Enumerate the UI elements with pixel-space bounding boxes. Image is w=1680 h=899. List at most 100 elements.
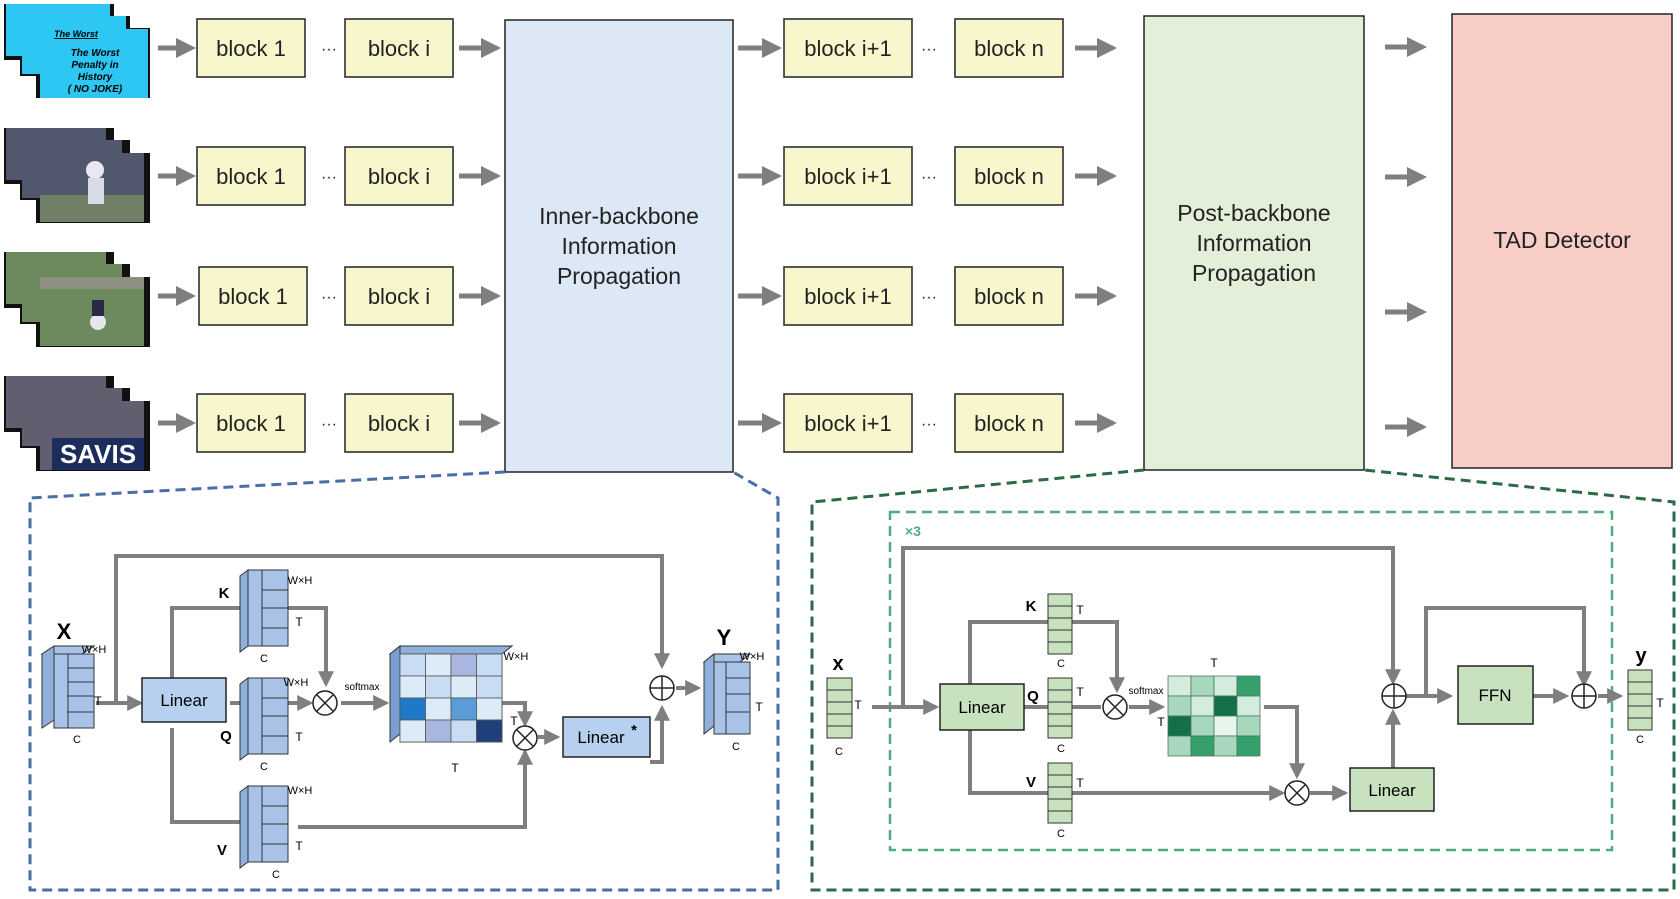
x-c-label: C xyxy=(73,734,81,746)
block-first-box xyxy=(196,393,306,453)
x-wh-label: W×H xyxy=(82,644,107,656)
attention-cell xyxy=(1167,695,1192,717)
multiply-icon xyxy=(1284,780,1310,806)
attention-cell xyxy=(1236,715,1261,737)
q-label: Q xyxy=(220,728,232,745)
block-i-plus-1-box xyxy=(783,393,913,453)
attention-cell xyxy=(1213,675,1238,697)
q-wh-label: W×H xyxy=(284,677,309,689)
v-c-label: C xyxy=(1057,828,1065,840)
k-t-label: T xyxy=(295,615,303,629)
attention-cell xyxy=(425,653,452,677)
block-n-label: block n xyxy=(974,36,1044,61)
att-t-right-label: T xyxy=(510,714,518,728)
v-c-label: C xyxy=(272,869,280,881)
v-token-column xyxy=(1047,762,1073,824)
y-t-label: T xyxy=(1656,696,1664,710)
block-i-plus-1-label: block i+1 xyxy=(804,164,891,189)
block-first-label: block 1 xyxy=(218,284,288,309)
multiply-icon xyxy=(1102,694,1128,720)
add-icon xyxy=(1571,683,1597,709)
block-i-label: block i xyxy=(368,284,430,309)
block-n-box xyxy=(954,146,1064,206)
q-c-label: C xyxy=(1057,743,1065,755)
ellipsis-left: ··· xyxy=(321,416,337,433)
softmax-label: softmax xyxy=(344,682,379,693)
attention-cell xyxy=(1213,695,1238,717)
ffn-box xyxy=(1457,665,1534,725)
block-i-box xyxy=(344,266,454,326)
inner-box-line-1: Inner-backbone xyxy=(539,203,699,229)
x-input-label: X xyxy=(57,619,72,644)
repeat-block-frame xyxy=(888,510,1614,852)
left-linear-label: Linear xyxy=(160,691,208,710)
post-box-line-3: Propagation xyxy=(1192,260,1316,286)
k-label: K xyxy=(1026,598,1037,615)
post-propagation-detail: x T C Linear K T C Q T C V T C xyxy=(826,546,1664,840)
attention-cell xyxy=(476,653,503,677)
attention-cell xyxy=(399,675,426,699)
x-tensor xyxy=(40,645,96,729)
attention-cell xyxy=(1213,715,1238,737)
q-t-label: T xyxy=(295,730,303,744)
attention-cell xyxy=(1167,735,1192,757)
block-i-label: block i xyxy=(368,411,430,436)
v-label: V xyxy=(217,842,227,859)
right-linear2-label: Linear xyxy=(1368,781,1416,800)
video-clip-2 xyxy=(4,128,150,223)
post-box-line-2: Information xyxy=(1196,230,1311,256)
v-tensor xyxy=(239,785,289,869)
right-detail-frame xyxy=(810,468,1676,892)
block-n-box xyxy=(954,393,1064,453)
q-t-label: T xyxy=(1076,685,1084,699)
attention-cell xyxy=(399,719,426,743)
attention-cell xyxy=(1190,715,1215,737)
block-i-plus-1-label: block i+1 xyxy=(804,36,891,61)
block-i-label: block i xyxy=(368,164,430,189)
q-tensor xyxy=(239,677,289,761)
attention-cell xyxy=(425,719,452,743)
attention-cell xyxy=(399,653,426,677)
v-t-label: T xyxy=(295,839,303,853)
ellipsis-left: ··· xyxy=(321,289,337,306)
ellipsis-left: ··· xyxy=(321,169,337,186)
k-c-label: C xyxy=(1057,658,1065,670)
clip-title-line-3: History xyxy=(78,72,113,83)
k-c-label: C xyxy=(260,653,268,665)
ellipsis-right: ··· xyxy=(921,169,937,186)
attention-cell xyxy=(1190,675,1215,697)
multiply-icon xyxy=(312,690,338,716)
linear-star-box xyxy=(562,716,651,758)
inner-box-line-3: Propagation xyxy=(557,263,681,289)
multiply-icon xyxy=(512,725,538,751)
block-first-label: block 1 xyxy=(216,36,286,61)
att-t-top-label: T xyxy=(1210,656,1218,670)
add-icon xyxy=(1381,683,1407,709)
attention-cell xyxy=(450,719,477,743)
v-t-label: T xyxy=(1076,776,1084,790)
attention-cell xyxy=(450,697,477,721)
att-wh-label: W×H xyxy=(504,651,529,663)
repeat-count-label: ×3 xyxy=(905,523,921,539)
video-clip-1: The Worst The Worst Penalty in History (… xyxy=(4,4,150,98)
block-n-box xyxy=(954,266,1064,326)
block-i-label: block i xyxy=(368,36,430,61)
left-linear-box xyxy=(141,677,227,723)
k-label: K xyxy=(219,585,230,602)
ellipsis-right: ··· xyxy=(921,416,937,433)
ellipsis-right: ··· xyxy=(921,289,937,306)
block-n-label: block n xyxy=(974,164,1044,189)
block-i-box xyxy=(344,393,454,453)
attention-cell xyxy=(425,675,452,699)
y-token-column xyxy=(1627,669,1653,731)
backbone-row-2: block 1 block i block i+1 block n ··· ··· xyxy=(158,146,1117,206)
y-c-label: C xyxy=(732,741,740,753)
block-n-box xyxy=(954,18,1064,78)
block-first-label: block 1 xyxy=(216,164,286,189)
q-label: Q xyxy=(1027,688,1039,705)
y-output-label: y xyxy=(1635,645,1647,667)
inner-box-line-2: Information xyxy=(561,233,676,259)
post-box-line-1: Post-backbone xyxy=(1177,200,1330,226)
